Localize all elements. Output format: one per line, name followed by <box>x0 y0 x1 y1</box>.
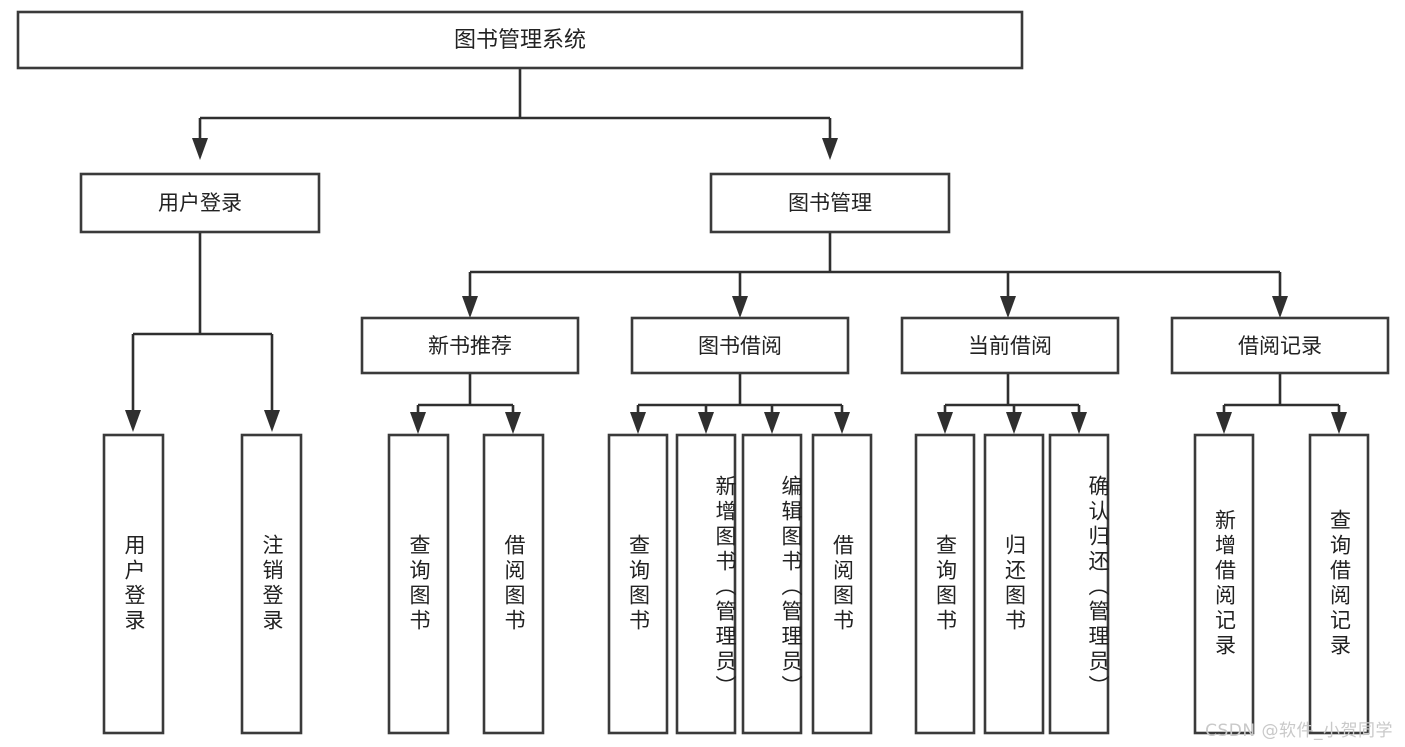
leaf-box-current-borrow-1[interactable] <box>914 433 976 735</box>
arrow-bookmgmt-to-borrow-record <box>1272 296 1288 318</box>
leaf-box-current-borrow-2[interactable] <box>983 433 1045 735</box>
node-current-borrow[interactable]: 当前借阅 <box>900 316 1120 375</box>
connector-group-new-book <box>410 373 521 434</box>
arrow-bookborrow-leaf2 <box>698 412 714 434</box>
arrow-bookmgmt-to-new-book <box>462 296 478 318</box>
arrow-bookborrow-leaf3 <box>764 412 780 434</box>
leaf-box-new-book-1[interactable] <box>387 433 450 735</box>
arrow-root-to-user-login <box>192 138 208 160</box>
arrow-currentborrow-leaf1 <box>937 412 953 434</box>
arrow-bookmgmt-to-current-borrow <box>1000 296 1016 318</box>
node-user-login-box[interactable] <box>79 172 321 234</box>
node-borrow-record-label: 借阅记录 <box>1238 334 1322 358</box>
arrow-userlogin-leaf1 <box>125 410 141 432</box>
arrow-bookborrow-leaf1 <box>630 412 646 434</box>
leaf-boxes-new-book <box>387 433 545 735</box>
node-book-management-label: 图书管理 <box>788 191 872 215</box>
leaf-box-new-book-2[interactable] <box>482 433 545 735</box>
node-current-borrow-box[interactable] <box>900 316 1120 375</box>
node-book-management[interactable]: 图书管理 <box>709 172 951 234</box>
csdn-watermark: CSDN @软件_小贺同学 <box>1205 721 1393 741</box>
node-borrow-record-box[interactable] <box>1170 316 1390 375</box>
leaf-box-book-borrow-4[interactable] <box>811 433 873 735</box>
leaf-box-borrow-record-2[interactable] <box>1308 433 1370 735</box>
leaf-box-book-borrow-2[interactable] <box>675 433 737 735</box>
arrow-borrowrecord-leaf1 <box>1216 412 1232 434</box>
connector-group-book-borrow <box>630 373 850 434</box>
arrow-currentborrow-leaf2 <box>1006 412 1022 434</box>
leaf-boxes-user-login <box>102 433 303 735</box>
leaf-box-borrow-record-1[interactable] <box>1193 433 1255 735</box>
node-book-borrow-label: 图书借阅 <box>698 334 782 358</box>
leaf-boxes-borrow-record <box>1193 433 1370 735</box>
arrow-bookborrow-leaf4 <box>834 412 850 434</box>
node-new-book-recommend-label: 新书推荐 <box>428 334 512 358</box>
arrow-root-to-book-mgmt <box>822 138 838 160</box>
leaf-box-user-login-1[interactable] <box>102 433 165 735</box>
node-root-box[interactable] <box>16 10 1024 70</box>
node-borrow-record[interactable]: 借阅记录 <box>1170 316 1390 375</box>
node-user-login[interactable]: 用户登录 <box>79 172 321 234</box>
leaf-box-current-borrow-3[interactable] <box>1048 433 1110 735</box>
node-book-borrow-box[interactable] <box>630 316 850 375</box>
node-user-login-label: 用户登录 <box>158 191 242 215</box>
connector-group-current-borrow <box>937 373 1087 434</box>
arrow-newbook-leaf1 <box>410 412 426 434</box>
leaf-box-user-login-2[interactable] <box>240 433 303 735</box>
leaf-box-book-borrow-3[interactable] <box>741 433 803 735</box>
leaf-boxes-current-borrow <box>914 433 1110 735</box>
arrow-currentborrow-leaf3 <box>1071 412 1087 434</box>
arrow-bookmgmt-to-book-borrow <box>732 296 748 318</box>
leaf-boxes-book-borrow <box>607 433 873 735</box>
arrow-userlogin-leaf2 <box>264 410 280 432</box>
node-root[interactable]: 图书管理系统 <box>16 10 1024 70</box>
connector-group-user-login <box>125 232 280 432</box>
connector-group-borrow-record <box>1216 373 1347 434</box>
arrow-newbook-leaf2 <box>505 412 521 434</box>
connector-group-root <box>192 68 838 160</box>
connector-group-book-mgmt <box>462 232 1288 318</box>
node-book-borrow[interactable]: 图书借阅 <box>630 316 850 375</box>
node-current-borrow-label: 当前借阅 <box>968 334 1052 358</box>
node-root-label: 图书管理系统 <box>454 28 586 53</box>
arrow-borrowrecord-leaf2 <box>1331 412 1347 434</box>
node-new-book-recommend-box[interactable] <box>360 316 580 375</box>
leaf-box-book-borrow-1[interactable] <box>607 433 669 735</box>
node-book-management-box[interactable] <box>709 172 951 234</box>
node-new-book-recommend[interactable]: 新书推荐 <box>360 316 580 375</box>
